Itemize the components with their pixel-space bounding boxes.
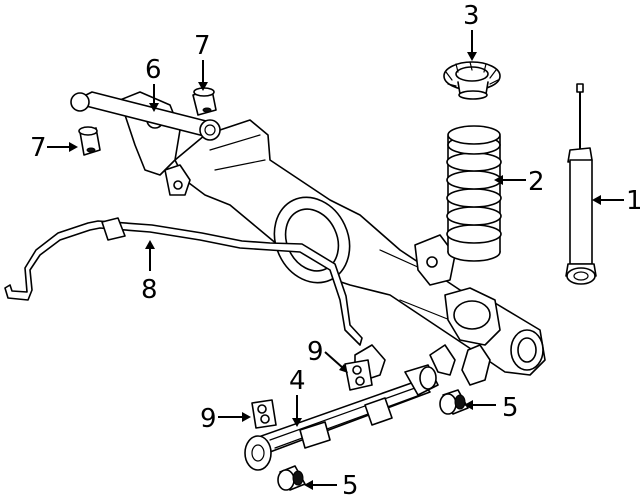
bushing-left <box>78 126 101 156</box>
callout-label-6: 6 <box>145 55 162 85</box>
upper-control-arm <box>70 91 221 141</box>
callout-2: 2 <box>494 167 545 197</box>
callout-5a: 5 <box>464 393 519 423</box>
coil-spring <box>446 125 502 262</box>
clamp-lower <box>251 399 277 429</box>
callout-label-4: 4 <box>289 366 306 396</box>
callout-label-7b: 7 <box>30 133 47 163</box>
callout-7b: 7 <box>30 133 78 163</box>
lower-bushing-left <box>277 465 306 491</box>
callout-label-5b: 5 <box>342 471 359 497</box>
callout-9a: 9 <box>307 337 348 373</box>
callout-5b: 5 <box>304 471 359 497</box>
callout-8: 8 <box>141 240 158 305</box>
callout-label-2: 2 <box>528 167 545 197</box>
shock-absorber <box>565 83 597 285</box>
stabilizer-bar <box>4 217 363 346</box>
spring-seat <box>443 61 501 100</box>
callout-3: 3 <box>463 1 480 61</box>
clamp-upper <box>344 359 373 391</box>
callout-6: 6 <box>145 55 162 112</box>
callout-9b: 9 <box>200 404 251 434</box>
callout-label-7a: 7 <box>194 31 211 61</box>
callout-label-9b: 9 <box>200 404 217 434</box>
callout-label-5a: 5 <box>502 393 519 423</box>
callout-label-3: 3 <box>463 1 480 31</box>
callout-label-9a: 9 <box>307 337 324 367</box>
callout-7a: 7 <box>194 31 211 91</box>
lower-bushing-right <box>439 389 469 415</box>
callout-1: 1 <box>592 186 640 216</box>
callout-4: 4 <box>289 366 306 427</box>
callout-label-1: 1 <box>626 186 640 216</box>
callout-label-8: 8 <box>141 275 158 305</box>
bushing-upper <box>192 87 217 116</box>
